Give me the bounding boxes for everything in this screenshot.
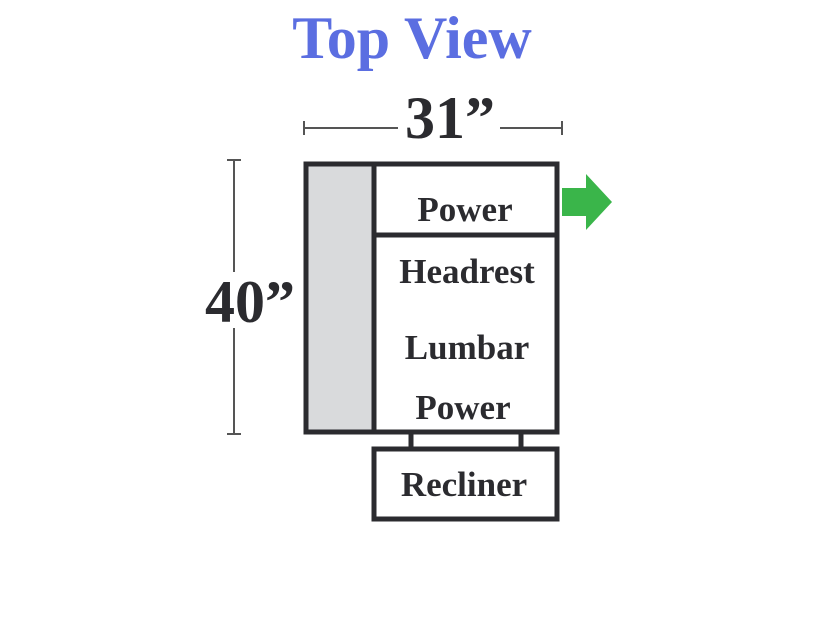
width-label: 31”	[405, 85, 495, 151]
diagram-title: Top View	[292, 5, 532, 71]
depth-label: 40”	[205, 269, 295, 335]
recliner-label: Recliner	[401, 465, 527, 504]
arrow-right-icon	[562, 174, 612, 230]
power-bottom-label: Power	[415, 388, 510, 427]
power-top-label: Power	[417, 190, 512, 229]
headrest-label: Headrest	[399, 252, 535, 291]
depth-dimension: 40”	[205, 159, 295, 435]
chair-top-view	[303, 161, 612, 522]
armrest	[303, 161, 377, 435]
lumbar-label: Lumbar	[405, 328, 529, 367]
width-dimension: 31”	[303, 85, 563, 151]
recliner-section	[371, 446, 560, 522]
main-section	[371, 232, 560, 435]
